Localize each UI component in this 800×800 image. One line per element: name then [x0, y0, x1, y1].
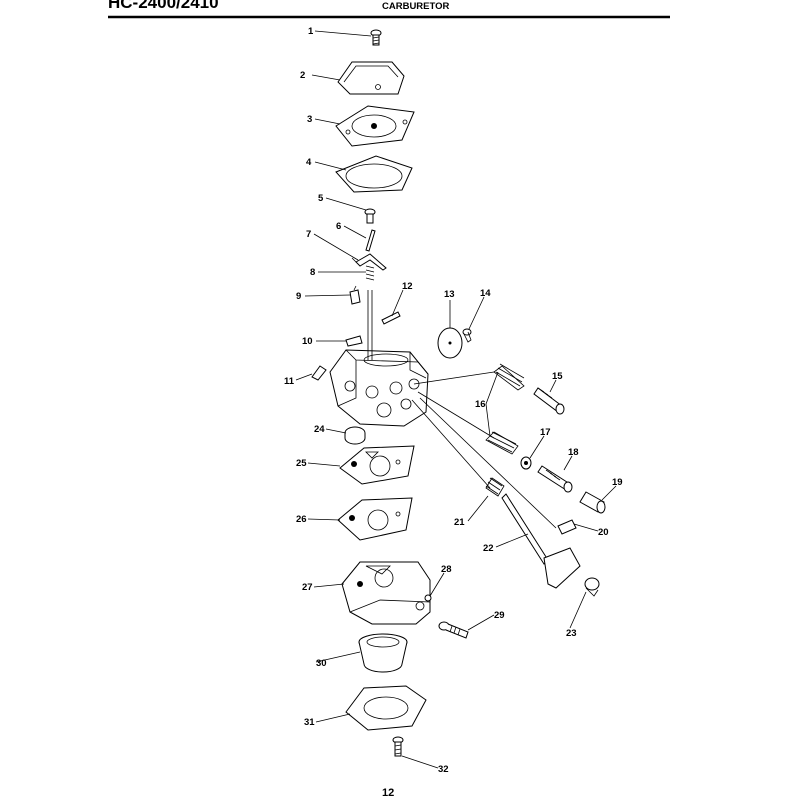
- part-17-washer: [520, 456, 532, 470]
- callout-14: 14: [480, 288, 491, 299]
- part-12-gasket-strip: [381, 311, 401, 325]
- callout-numbers: 1 2 3 4 5 6 7 8 9 12 13 14 10 11 15 16 1…: [284, 26, 623, 775]
- part-3-metering-diaphragm: [335, 105, 415, 147]
- callout-3: 3: [307, 114, 312, 125]
- part-26-pump-gasket: [337, 497, 413, 541]
- part-21-spring: [485, 477, 505, 497]
- carburetor-body: [329, 290, 429, 427]
- callout-21: 21: [454, 517, 465, 528]
- callout-2: 2: [300, 70, 305, 81]
- callout-11: 11: [284, 376, 295, 387]
- callout-18: 18: [568, 447, 579, 458]
- callout-26: 26: [296, 514, 307, 525]
- part-31-bulb-retainer: [345, 685, 427, 731]
- callout-12: 12: [402, 281, 413, 292]
- callout-8: 8: [310, 267, 315, 278]
- callout-30: 30: [316, 658, 327, 669]
- section-title: CARBURETOR: [382, 1, 450, 12]
- callout-27: 27: [302, 582, 313, 593]
- callout-28: 28: [441, 564, 452, 575]
- callout-25: 25: [296, 458, 307, 469]
- callout-17: 17: [540, 427, 551, 438]
- callout-10: 10: [302, 336, 313, 347]
- callout-23: 23: [566, 628, 577, 639]
- assembly-guide-lines: [411, 371, 557, 529]
- callout-4: 4: [306, 157, 312, 168]
- part-2-cover: [337, 61, 405, 95]
- part-25-pump-diaphragm: [339, 445, 415, 485]
- part-15-adjusting-screw: [493, 363, 565, 415]
- callout-20: 20: [598, 527, 609, 538]
- part-1-screw: [370, 29, 382, 46]
- part-18-adjusting-screw: [537, 465, 573, 493]
- part-29-screw: [438, 621, 469, 639]
- part-6-pin: [365, 229, 376, 252]
- callout-16: 16: [475, 399, 486, 410]
- model-title: HC-2400/2410: [108, 0, 219, 12]
- part-30-primer-bulb: [358, 633, 408, 673]
- part-27-pump-body: [341, 561, 431, 625]
- callout-7: 7: [306, 229, 311, 240]
- part-11-plug: [311, 365, 327, 381]
- callout-5: 5: [318, 193, 324, 204]
- part-4-gasket: [335, 155, 413, 193]
- part-7-metering-lever: [351, 253, 387, 271]
- callout-1: 1: [308, 26, 314, 37]
- callout-32: 32: [438, 764, 449, 775]
- part-9-inlet-needle: [349, 285, 361, 305]
- callout-24: 24: [314, 424, 325, 435]
- part-16-spring: [485, 431, 519, 455]
- part-28-check-valve: [424, 594, 432, 602]
- part-20-clip: [557, 519, 577, 535]
- part-13-disc: [437, 327, 463, 359]
- part-24-plug: [344, 426, 366, 445]
- part-19-limiter-cap: [579, 491, 606, 514]
- page-number: 12: [382, 787, 394, 799]
- part-8-spring: [365, 265, 375, 281]
- part-14-screw: [462, 328, 472, 343]
- part-32-screw: [392, 736, 404, 757]
- callout-15: 15: [552, 371, 563, 382]
- part-10-clip: [345, 335, 363, 347]
- callout-22: 22: [483, 543, 494, 554]
- part-22-throttle-shaft: [501, 493, 581, 589]
- callout-29: 29: [494, 610, 505, 621]
- part-5-screw: [364, 208, 376, 224]
- part-23-screw: [584, 577, 600, 597]
- callout-13: 13: [444, 289, 455, 300]
- callout-9: 9: [296, 291, 301, 302]
- callout-6: 6: [336, 221, 341, 232]
- callout-19: 19: [612, 477, 623, 488]
- callout-31: 31: [304, 717, 315, 728]
- leader-lines: [295, 30, 617, 769]
